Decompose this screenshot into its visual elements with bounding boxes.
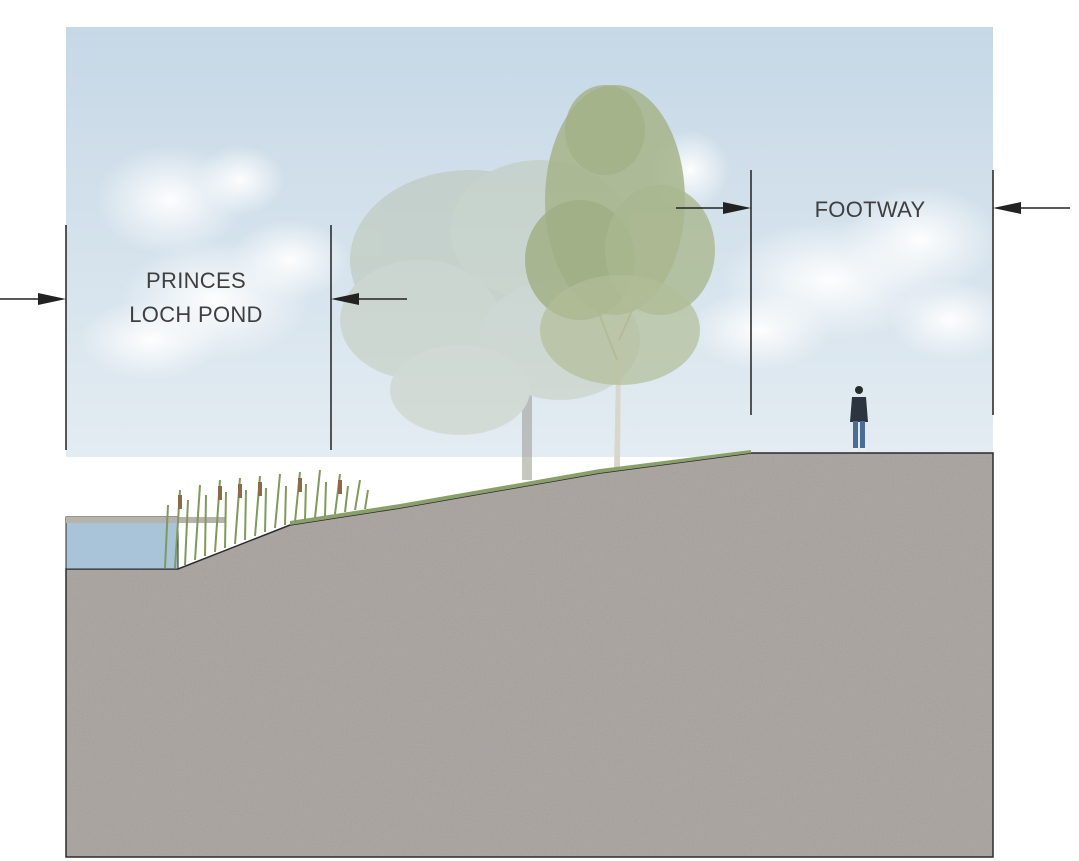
arrow-right-icon — [676, 202, 751, 214]
pond-water-edge — [66, 517, 226, 523]
arrow-right-icon — [0, 293, 66, 305]
grass-strip — [290, 450, 751, 525]
arrow-left-icon — [993, 202, 1070, 214]
tree-icon — [525, 85, 715, 470]
pond-label-line2: LOCH POND — [129, 302, 263, 327]
arrow-left-icon — [331, 293, 407, 305]
cloud-icon — [690, 185, 1010, 370]
ground-section — [66, 453, 993, 857]
footway-zone-label: FOOTWAY — [814, 197, 926, 222]
person-icon — [850, 386, 868, 451]
cloud-icon — [80, 145, 350, 380]
pond-zone-label: PRINCES LOCH POND — [96, 264, 296, 332]
reeds-icon — [178, 478, 342, 509]
pond-label-line1: PRINCES — [146, 268, 246, 293]
pond-water — [65, 516, 179, 570]
